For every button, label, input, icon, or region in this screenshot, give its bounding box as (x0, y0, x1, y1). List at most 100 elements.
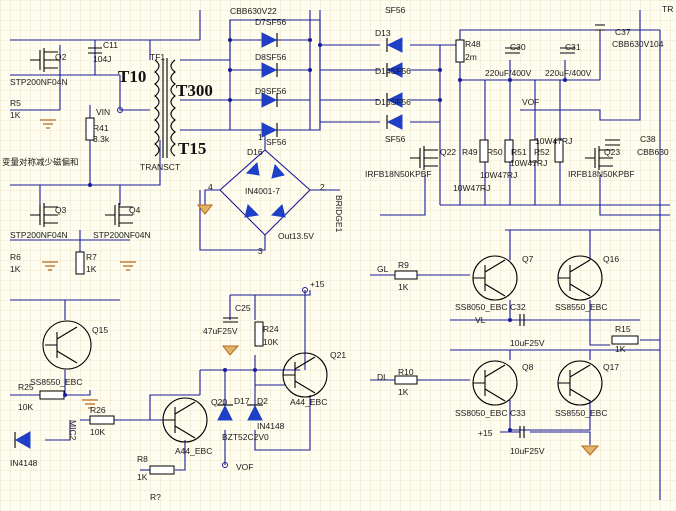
label-r15: R15 (615, 324, 631, 334)
bjt-q15 (42, 320, 92, 370)
resistor-r10 (394, 375, 418, 385)
label-r24: R24 (263, 324, 279, 334)
label-q7: Q7 (522, 254, 534, 264)
label-c32-val: 10uF25V (510, 338, 545, 348)
bridge-diode-d (270, 204, 286, 218)
bjt-q7 (472, 255, 518, 301)
label-r41: R41 (93, 123, 109, 133)
capacitor-c30 (505, 47, 520, 54)
label-pin4: 4 (208, 182, 213, 192)
label-d2: D2 (257, 396, 268, 406)
diode-d15 (386, 92, 403, 108)
resistor-r26 (89, 415, 115, 425)
diode-d9 (261, 92, 278, 108)
capacitor-c38 (605, 139, 620, 146)
label-irf-q23: IRFB18N50KPBF (568, 169, 635, 179)
diode-in4148 (14, 431, 31, 449)
label-bridge: BRIDGE1 (334, 195, 344, 233)
resistor-r48 (455, 39, 465, 63)
label-c38-val: CBB630 (637, 147, 669, 157)
label-r50: R50 (487, 147, 503, 157)
label-sf56-b: SF56 (385, 134, 406, 144)
label-q8: Q8 (522, 362, 534, 372)
label-c25: C25 (235, 303, 251, 313)
label-r7: R7 (86, 252, 97, 262)
capacitor-c33 (519, 426, 525, 438)
label-r-w3: 10W47RJ (480, 170, 517, 180)
capacitors (88, 24, 620, 438)
label-r48: R48 (465, 39, 481, 49)
label-d7: D7SF56 (255, 17, 286, 27)
label-ss8550-q17: SS8550_EBC (555, 408, 607, 418)
label-stp-q3: STP200NF04N (10, 230, 68, 240)
label-q23: Q23 (604, 147, 620, 157)
resistor-r7 (75, 251, 85, 275)
diode-d7 (261, 32, 278, 48)
label-d9: D9SF56 (255, 86, 286, 96)
label-in4001: IN4001-7 (245, 186, 280, 196)
label-c33: C33 (510, 408, 526, 418)
label-stp-q2: STP200NF04N (10, 77, 68, 87)
label-in4148-d2: IN4148 (257, 421, 285, 431)
label-t10: T10 (118, 67, 146, 86)
label-pin2: 2 (320, 182, 325, 192)
label-r41-val: 3.3k (93, 134, 110, 144)
label-c37: C37 (615, 27, 631, 37)
label-stp-q4: STP200NF04N (93, 230, 151, 240)
resistor-r8 (149, 465, 175, 475)
resistor-r50 (504, 139, 514, 163)
label-ss8550-q16: SS8550_EBC (555, 302, 607, 312)
capacitor-c37 (595, 24, 605, 31)
label-c31-val: 220uF/400V (545, 68, 592, 78)
label-r49: R49 (462, 147, 478, 157)
label-c11-val: 104J (93, 54, 111, 64)
label-a44-q20: A44_EBC (175, 446, 212, 456)
resistor-r24 (254, 321, 264, 347)
label-c31: C31 (565, 42, 581, 52)
diodes (14, 32, 403, 449)
label-cbb-top: CBB630V22 (230, 6, 277, 16)
label-pin1: 1 (258, 132, 263, 142)
label-r10-val: 1K (398, 387, 409, 397)
label-c38: C38 (640, 134, 656, 144)
label-r52: R52 (534, 147, 550, 157)
label-in4148-left: IN4148 (10, 458, 38, 468)
label-q16: Q16 (603, 254, 619, 264)
label-r25-val: 10K (18, 402, 33, 412)
label-c30-val: 220uF/400V (485, 68, 532, 78)
mosfet-q2 (30, 48, 58, 72)
label-r5: R5 (10, 98, 21, 108)
diode-d13 (386, 37, 403, 53)
label-gl: GL (377, 264, 389, 274)
label-t300: T300 (176, 81, 213, 100)
resistor-r52 (554, 139, 564, 163)
label-c11: C11 (103, 40, 118, 50)
label-vof: VOF (522, 97, 539, 107)
label-r5-val: 1K (10, 110, 21, 120)
resistor-r49 (479, 139, 489, 163)
label-plus15-a: +15 (310, 279, 325, 289)
mosfet-q4 (105, 203, 133, 227)
label-r8-val: 1K (137, 472, 148, 482)
label-r6-val: 1K (10, 264, 21, 274)
bjt-q21 (282, 352, 328, 398)
bjt-q16 (557, 255, 603, 301)
bridge-diode-b (271, 163, 285, 179)
label-sf56-top: SF56 (385, 5, 406, 15)
label-r10: R10 (398, 367, 414, 377)
label-ss8050-q7: SS8050_EBC (455, 302, 507, 312)
label-r25: R25 (18, 382, 34, 392)
label-q4: Q4 (129, 205, 141, 215)
label-bzt: BZT52C2V0 (222, 432, 269, 442)
resistor-r25 (39, 390, 65, 400)
diode-d2 (247, 404, 263, 421)
label-dl: DL (377, 372, 388, 382)
label-q22: Q22 (440, 147, 456, 157)
bjt-q8 (472, 360, 518, 406)
resistor-r51 (529, 139, 539, 163)
label-a44-q21: A44_EBC (290, 397, 327, 407)
mosfet-q22 (410, 146, 438, 170)
label-vl: VL (475, 315, 486, 325)
label-r-w1: 10W47RJ (535, 136, 572, 146)
